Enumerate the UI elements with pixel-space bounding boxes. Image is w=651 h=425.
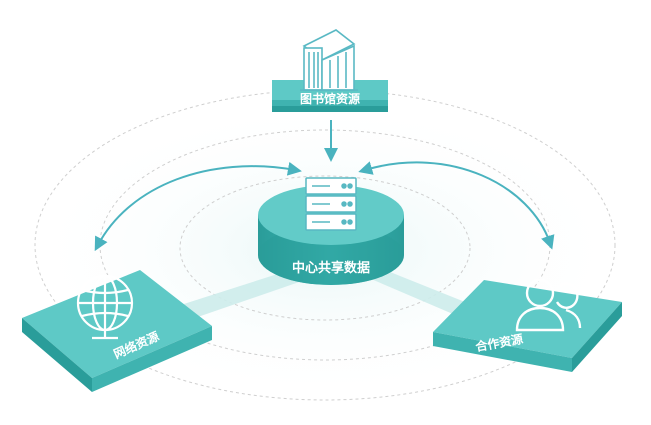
partner-platform-right <box>572 302 622 372</box>
network-node: 网络资源 <box>22 270 212 392</box>
partner-platform-front <box>433 332 572 372</box>
network-platform-left <box>22 318 92 392</box>
orbit-ring-outer <box>34 89 616 401</box>
server-icon <box>305 177 357 231</box>
library-platform-front <box>272 100 388 106</box>
users-icon <box>515 278 582 332</box>
globe-icon <box>76 274 134 340</box>
network-platform-top <box>22 270 212 378</box>
arrow-center-partner <box>358 161 555 250</box>
network-platform-front <box>92 326 212 392</box>
library-building-icon <box>300 29 358 91</box>
arrow-network-center <box>94 161 302 252</box>
library-node: 图书馆资源 <box>272 29 388 112</box>
library-label: 图书馆资源 <box>300 91 360 106</box>
center-node: 中心共享数据 <box>258 177 404 285</box>
partner-platform-top <box>433 280 622 358</box>
partner-node: 合作资源 <box>433 278 622 372</box>
center-label: 中心共享数据 <box>292 260 370 276</box>
